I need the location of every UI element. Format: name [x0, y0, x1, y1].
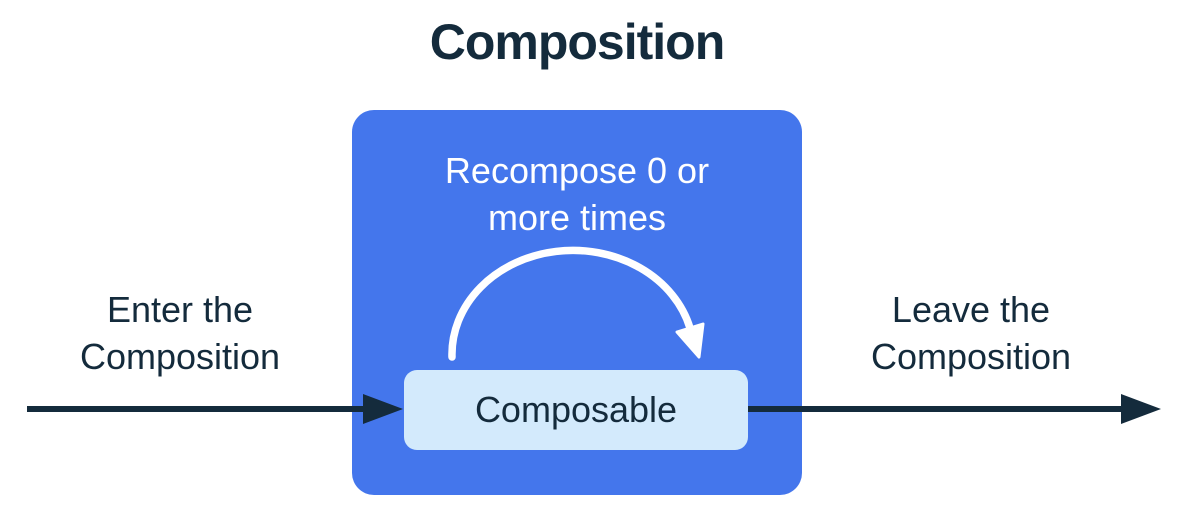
- diagram-title: Composition: [429, 14, 726, 70]
- composable-label: Composable: [474, 389, 678, 430]
- enter-arrow-icon: [27, 394, 403, 424]
- recompose-label: Recompose 0 or more times: [444, 150, 710, 238]
- enter-composition-label: Enter the Composition: [79, 289, 281, 377]
- leave-arrow-icon: [748, 394, 1161, 424]
- composable-node: Composable: [404, 370, 748, 450]
- composition-box: Recompose 0 or more times Composable: [352, 110, 802, 495]
- leave-composition-label: Leave the Composition: [870, 289, 1072, 377]
